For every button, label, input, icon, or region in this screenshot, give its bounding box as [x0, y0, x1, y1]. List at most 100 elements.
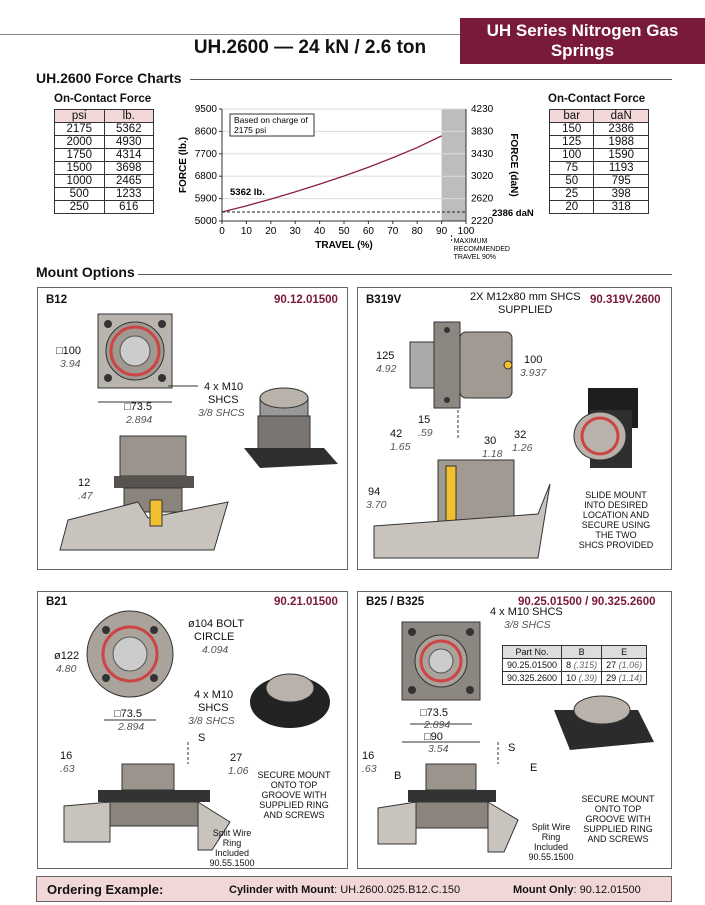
b21-d16-in: .63	[60, 763, 75, 775]
note-line: Split Wire	[212, 828, 252, 838]
max-travel-zone	[441, 109, 466, 221]
x-tick-label: 50	[338, 226, 350, 237]
b25-cell-mm: 90.25.01500	[507, 660, 558, 670]
b25-part: 90.25.01500 / 90.325.2600	[518, 596, 656, 608]
b319-d15-in: .59	[418, 427, 433, 439]
b12-square-in: 3.94	[60, 358, 81, 370]
bar-table-cell: 20	[548, 200, 595, 214]
x-axis-label: TRAVEL (%)	[315, 240, 372, 251]
panel-b21: B21 90.21.01500 ø104 BOLT CIRCLE 4.094 ø…	[37, 591, 348, 869]
x-tick-label: 0	[219, 226, 225, 237]
b25-table-cell: 29 (1.14)	[601, 671, 648, 685]
ordering-mount-label: Mount Only	[513, 884, 574, 896]
x-tick-label: 90	[436, 226, 448, 237]
psi-table-cell: 616	[103, 200, 154, 214]
b21-dia: ø122	[54, 650, 80, 662]
psi-table-cell: 1000	[54, 174, 105, 188]
b319-d100-in: 3.937	[520, 367, 547, 379]
b21-s: S	[198, 732, 206, 744]
b12-screw-in: 3/8 SHCS	[198, 407, 245, 419]
x-tick-label: 80	[412, 226, 424, 237]
force-heading: UH.2600 Force Charts	[36, 70, 182, 86]
b25-cell-mm: 8	[566, 660, 572, 670]
b319-d32: 32	[514, 429, 527, 441]
b25-cell-mm: 90.325.2600	[507, 673, 558, 683]
note-line: AND SCREWS	[587, 834, 649, 844]
b319-d94-in: 3.70	[366, 499, 387, 511]
b319-d30: 30	[484, 435, 497, 447]
b25-name: B25 / B325	[366, 596, 425, 608]
psi-table-cell: 2465	[103, 174, 154, 188]
x-tick-label: 40	[314, 226, 326, 237]
b25-table-cell: 90.25.01500	[501, 658, 563, 672]
note-box	[229, 113, 315, 137]
x-tick-label: 60	[363, 226, 375, 237]
b12-height: 12	[78, 477, 91, 489]
b319-d30-in: 1.18	[482, 448, 503, 460]
b21-d27-in: 1.06	[228, 765, 249, 777]
series-title: UH Series Nitrogen Gas Springs	[486, 21, 679, 60]
psi-table-header: psi	[54, 109, 105, 123]
b21-bolt-circle-in: 4.094	[202, 644, 229, 656]
b12-screw2: SHCS	[208, 394, 239, 406]
y-tick-label: 5000	[195, 216, 218, 227]
b12-bolt-in: 2.894	[126, 414, 153, 426]
right-table-caption: On-Contact Force	[548, 93, 646, 105]
psi-table-header: lb.	[103, 109, 154, 123]
note-line: GROOVE WITH	[261, 790, 327, 800]
b319-drawing	[373, 321, 638, 559]
b25-d16: 16	[362, 750, 375, 762]
y2-tick-label: 3430	[471, 149, 494, 160]
bar-table-header: bar	[548, 109, 595, 123]
b21-drawing	[63, 610, 330, 851]
b21-dia-in: 4.80	[56, 663, 77, 675]
bar-table-cell: 398	[593, 187, 649, 201]
note-line: Included	[214, 848, 250, 858]
b12-height-in: .47	[78, 490, 93, 502]
b25-cell-in: (1.14)	[616, 673, 643, 683]
bar-table-cell: 2386	[593, 122, 649, 136]
psi-table-cell: 2000	[54, 135, 105, 149]
b319-d42-in: 1.65	[390, 441, 411, 453]
end-force-label: 2386 daN	[492, 208, 534, 219]
note-line: Ring	[541, 832, 561, 842]
b319-d42: 42	[390, 428, 403, 440]
note-line: INTO DESIRED	[584, 500, 648, 510]
ordering-mount: Mount Only: 90.12.01500	[513, 884, 641, 896]
note-line: ONTO TOP	[270, 780, 318, 790]
note-line: SUPPLIED RING	[259, 800, 329, 810]
y2-tick-label: 4230	[471, 104, 494, 115]
ordering-mount-value: : 90.12.01500	[573, 884, 641, 896]
psi-table-cell: 5362	[103, 122, 154, 136]
note-line: SECURE USING	[581, 520, 651, 530]
y-axis-label: FORCE (lb.)	[178, 137, 189, 193]
b21-screw2: SHCS	[198, 702, 229, 714]
note-line: SUPPLIED RING	[583, 824, 653, 834]
b21-d27: 27	[230, 752, 243, 764]
b319-d32-in: 1.26	[512, 442, 533, 454]
bar-table-cell: 1590	[593, 148, 649, 162]
ordering-bar: Ordering Example: Cylinder with Mount: U…	[36, 876, 672, 902]
y-tick-label: 5900	[195, 194, 218, 205]
mount-heading: Mount Options	[36, 264, 135, 280]
b25-drawing	[377, 621, 654, 853]
b25-sq-in: 2.894	[424, 719, 451, 731]
bar-table-header: daN	[593, 109, 649, 123]
y-tick-label: 7700	[195, 149, 218, 160]
y2-axis-label: FORCE (daN)	[508, 133, 519, 196]
b319-d125: 125	[376, 350, 395, 362]
b21-bolt-circle: ø104 BOLT	[188, 618, 245, 630]
b25-table-cell: 10 (.39)	[561, 671, 603, 685]
page-title: UH.2600 — 24 kN / 2.6 ton	[193, 37, 427, 58]
